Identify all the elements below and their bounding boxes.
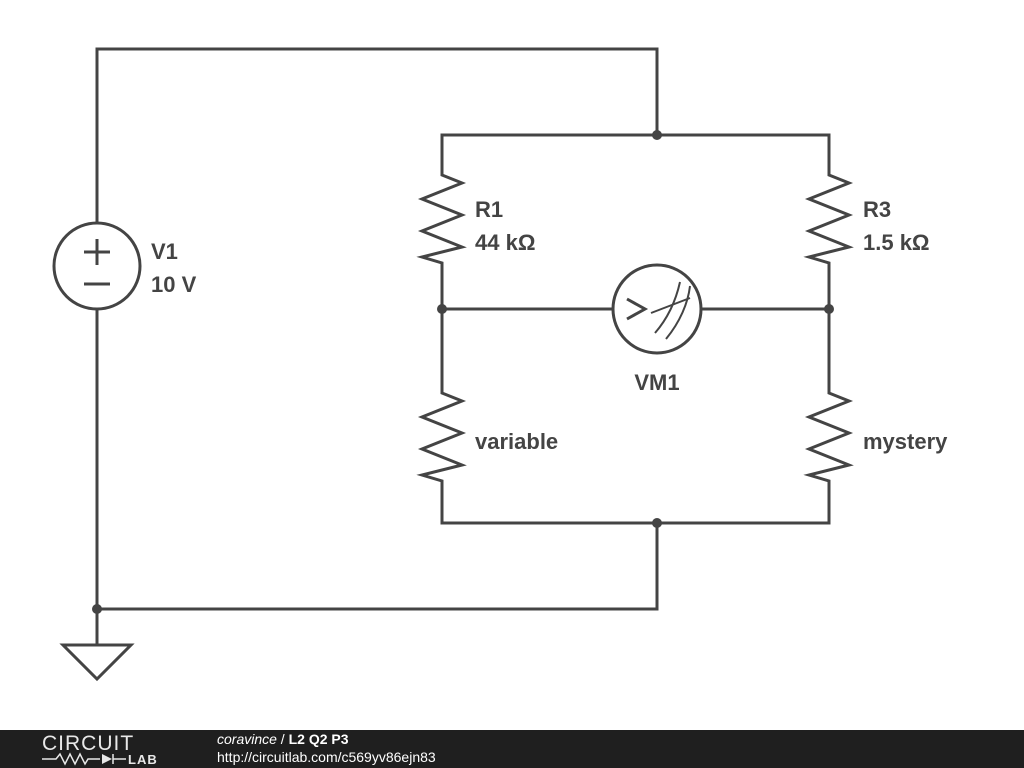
wire-bottom-return [95, 521, 659, 611]
wires [95, 47, 831, 647]
r1-value-label: 44 kΩ [475, 230, 535, 255]
v1-value-label: 10 V [151, 272, 197, 297]
wire-bridge-top [440, 133, 831, 172]
resistor-icon [416, 170, 467, 268]
r3-value-label: 1.5 kΩ [863, 230, 930, 255]
mystery-resistor-label: mystery [863, 429, 948, 454]
circuit-url-link[interactable]: http://circuitlab.com/c569yv86ejn83 [217, 749, 436, 765]
circuit-credit: coravince / L2 Q2 P3 [217, 731, 349, 747]
circuit-schematic: V1 10 V R1 44 kΩ R3 1.5 kΩ VM1 variable … [52, 47, 948, 682]
wire-top-loop [95, 47, 659, 224]
voltage-source-icon [52, 221, 142, 311]
ground-icon [59, 643, 135, 682]
circuitlab-logo [42, 752, 126, 766]
wire-bridge-bottom [440, 486, 831, 525]
circuit-title: L2 Q2 P3 [288, 731, 349, 747]
r1-name-label: R1 [475, 197, 503, 222]
junctions [92, 130, 834, 614]
resistor-icon [803, 388, 854, 488]
v1-name-label: V1 [151, 239, 178, 264]
junction-dot [652, 130, 662, 140]
r3-name-label: R3 [863, 197, 891, 222]
voltmeter-icon [611, 263, 703, 355]
credit-separator: / [276, 731, 289, 747]
resistor-icon [803, 170, 854, 268]
author-link[interactable]: coravince [217, 731, 277, 747]
vm1-name-label: VM1 [634, 370, 679, 395]
logo-wordmark-top: CIRCUIT [42, 732, 135, 755]
junction-dot [652, 518, 662, 528]
variable-resistor-label: variable [475, 429, 558, 454]
junction-dot [437, 304, 447, 314]
resistor-icon [416, 388, 467, 488]
junction-dot [92, 604, 102, 614]
footer-bar: CIRCUIT LAB coravince / L2 Q2 P3 http://… [0, 730, 1024, 768]
logo-wordmark-bottom: LAB [128, 752, 158, 767]
junction-dot [824, 304, 834, 314]
